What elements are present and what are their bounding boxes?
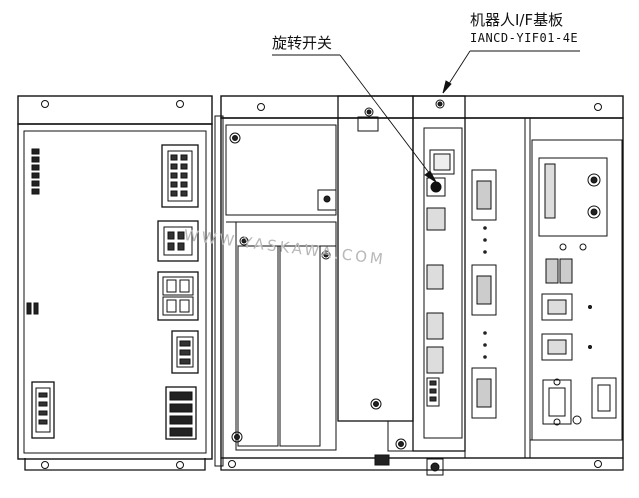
robot-if-board-model-label: IANCD-YIF01-4E: [470, 31, 579, 45]
rotary-switch-label: 旋转开关: [272, 34, 333, 52]
mounting-hole-icon: [176, 461, 184, 469]
screw-icon: [395, 438, 407, 450]
screw-icon: [435, 99, 445, 109]
robot-if-board-label: 机器人I/F基板: [470, 11, 564, 29]
screw-icon: [321, 250, 331, 260]
screw-icon: [587, 205, 601, 219]
status-led-row: [483, 226, 487, 359]
lan-port-icon: [541, 333, 573, 361]
mounting-hole-icon: [41, 461, 49, 469]
usb-port-icon: [545, 258, 559, 284]
screw-icon: [587, 173, 601, 187]
lan-port-icon: [541, 293, 573, 321]
connector-block-3: [157, 271, 199, 321]
right-unit: [214, 95, 624, 476]
leader-lines: [272, 50, 580, 183]
screw-icon: [364, 107, 374, 117]
mounting-hole-icon: [41, 100, 49, 108]
usb-port-icon: [559, 258, 573, 284]
screw-icon: [229, 132, 241, 144]
screw-icon: [239, 236, 249, 246]
dsub-connector-icon: [542, 379, 572, 425]
terminal-block: [165, 386, 197, 440]
left-unit: [17, 95, 213, 471]
screw-icon: [370, 398, 382, 410]
connector-block-1: [161, 144, 199, 208]
connector-block-4: [171, 330, 199, 374]
connector-block-5: [31, 381, 55, 439]
rotary-switch: [426, 177, 446, 197]
screw-icon: [231, 431, 243, 443]
led-indicator-column: [31, 148, 40, 195]
mounting-hole-icon: [176, 100, 184, 108]
connector-block-2: [157, 220, 199, 262]
